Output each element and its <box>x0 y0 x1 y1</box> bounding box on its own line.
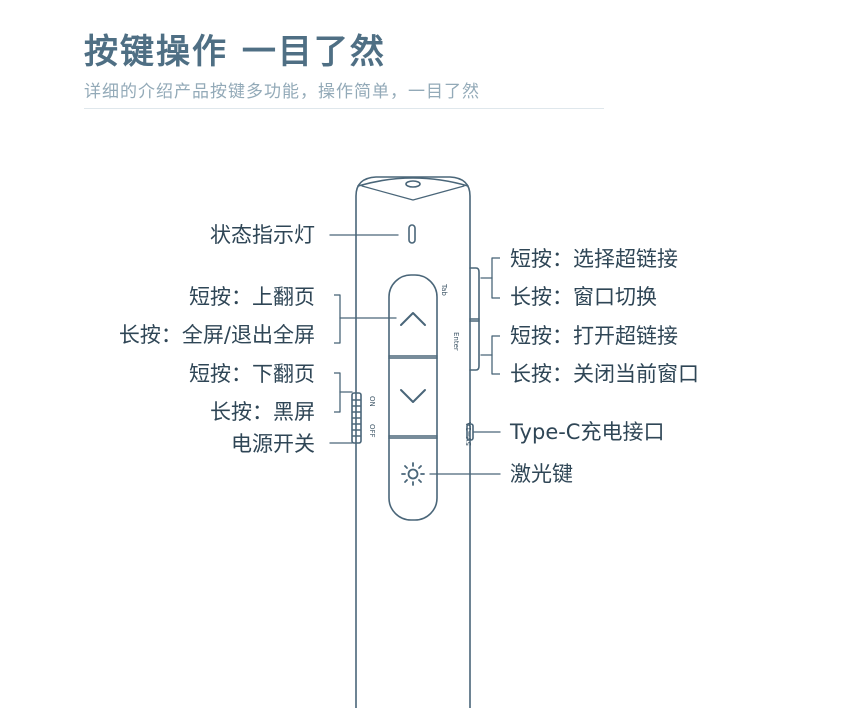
status-light <box>408 224 416 244</box>
device-top-cap <box>357 177 469 187</box>
enter-mark: Enter <box>452 332 460 351</box>
up-long-label: 长按：全屏/退出全屏 <box>118 323 315 347</box>
status-light-label: 状态指示灯 <box>210 223 315 247</box>
device-body <box>355 176 471 708</box>
off-mark: OFF <box>368 424 376 438</box>
tab-mark: Tab <box>440 284 448 296</box>
lanyard-hole <box>405 180 421 188</box>
typec-port <box>466 423 474 441</box>
laser-label: 激光键 <box>510 462 573 486</box>
on-mark: ON <box>368 396 376 407</box>
power-rating-mark: 5V⎓1A <box>465 421 473 446</box>
page-subtitle: 详细的介绍产品按键多功能，操作简单，一目了然 <box>84 82 480 102</box>
page-title: 按键操作 一目了然 <box>84 32 386 72</box>
down-short-label: 短按：下翻页 <box>189 362 315 386</box>
power-switch-slider <box>351 392 362 444</box>
down-long-label: 长按：黑屏 <box>210 400 315 424</box>
tab-short-label: 短按：选择超链接 <box>510 247 678 271</box>
power-switch-label: 电源开关 <box>231 432 315 456</box>
sun-icon <box>401 462 425 486</box>
up-short-label: 短按：上翻页 <box>189 285 315 309</box>
chevron-up-icon <box>400 312 426 326</box>
enter-long-label: 长按：关闭当前窗口 <box>510 362 699 386</box>
button-panel <box>388 274 438 521</box>
enter-short-label: 短按：打开超链接 <box>510 324 678 348</box>
tab-long-label: 长按：窗口切换 <box>510 285 657 309</box>
chevron-down-icon <box>400 389 426 403</box>
header-divider <box>84 108 604 109</box>
typec-label: Type-C充电接口 <box>510 420 665 444</box>
